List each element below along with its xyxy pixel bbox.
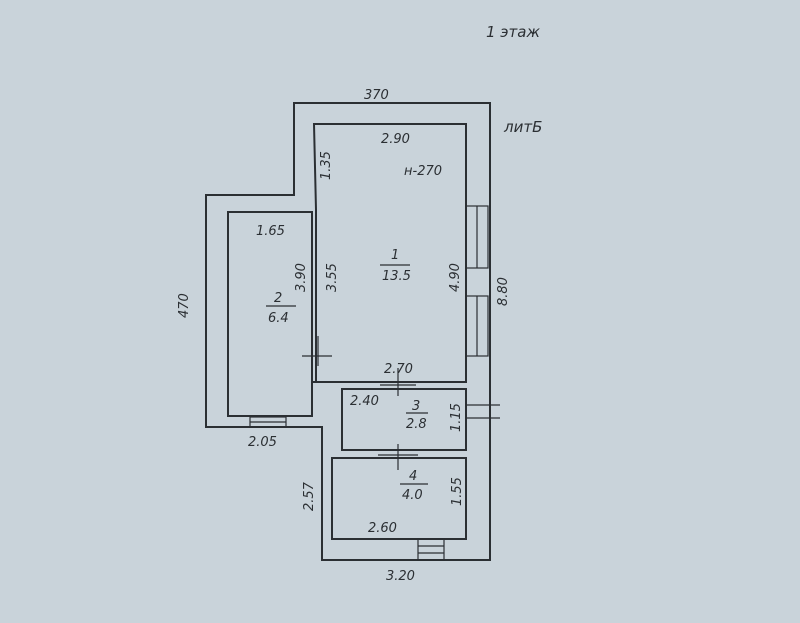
room1-number: 1 xyxy=(391,248,399,263)
room3-depth: 1.15 xyxy=(449,403,464,432)
room4-area: 4.0 xyxy=(402,488,423,503)
room4-number: 4 xyxy=(409,469,417,484)
floor-label: 1 этаж xyxy=(486,23,540,41)
room1-depth: 4.90 xyxy=(448,263,463,292)
entrance-steps xyxy=(417,538,445,561)
room2-number: 2 xyxy=(274,291,282,306)
outer-walls xyxy=(205,102,491,561)
room-fraction-lines xyxy=(266,264,428,485)
room1-top-side: 1.35 xyxy=(319,151,334,180)
lit-label: литБ xyxy=(503,118,542,136)
room3-number: 3 xyxy=(412,399,420,414)
room1-width: 2.90 xyxy=(381,132,410,147)
room4-left-dimension: 2.57 xyxy=(302,481,317,511)
top-outer-dimension: 370 xyxy=(364,88,389,103)
inner-walls xyxy=(227,123,467,540)
room3-area: 2.8 xyxy=(406,417,427,432)
room1-side: 3.55 xyxy=(325,263,340,292)
doors xyxy=(302,336,500,470)
room2-width: 1.65 xyxy=(256,224,285,239)
room1-bottom: 2.70 xyxy=(384,362,413,377)
right-outer-dimension: 8.80 xyxy=(496,277,511,306)
bottom-outer-dimension: 3.20 xyxy=(386,569,415,584)
room1-area: 13.5 xyxy=(382,269,411,284)
room1-height: н-270 xyxy=(404,164,442,179)
room2-area: 6.4 xyxy=(268,311,289,326)
windows xyxy=(249,205,489,428)
room3-width: 2.40 xyxy=(350,394,379,409)
room2-bottom-dimension: 2.05 xyxy=(248,435,277,450)
left-outer-dimension: 470 xyxy=(177,293,192,318)
room2-depth: 3.90 xyxy=(294,263,309,292)
room4-depth: 1.55 xyxy=(450,477,465,506)
room4-width: 2.60 xyxy=(368,521,397,536)
